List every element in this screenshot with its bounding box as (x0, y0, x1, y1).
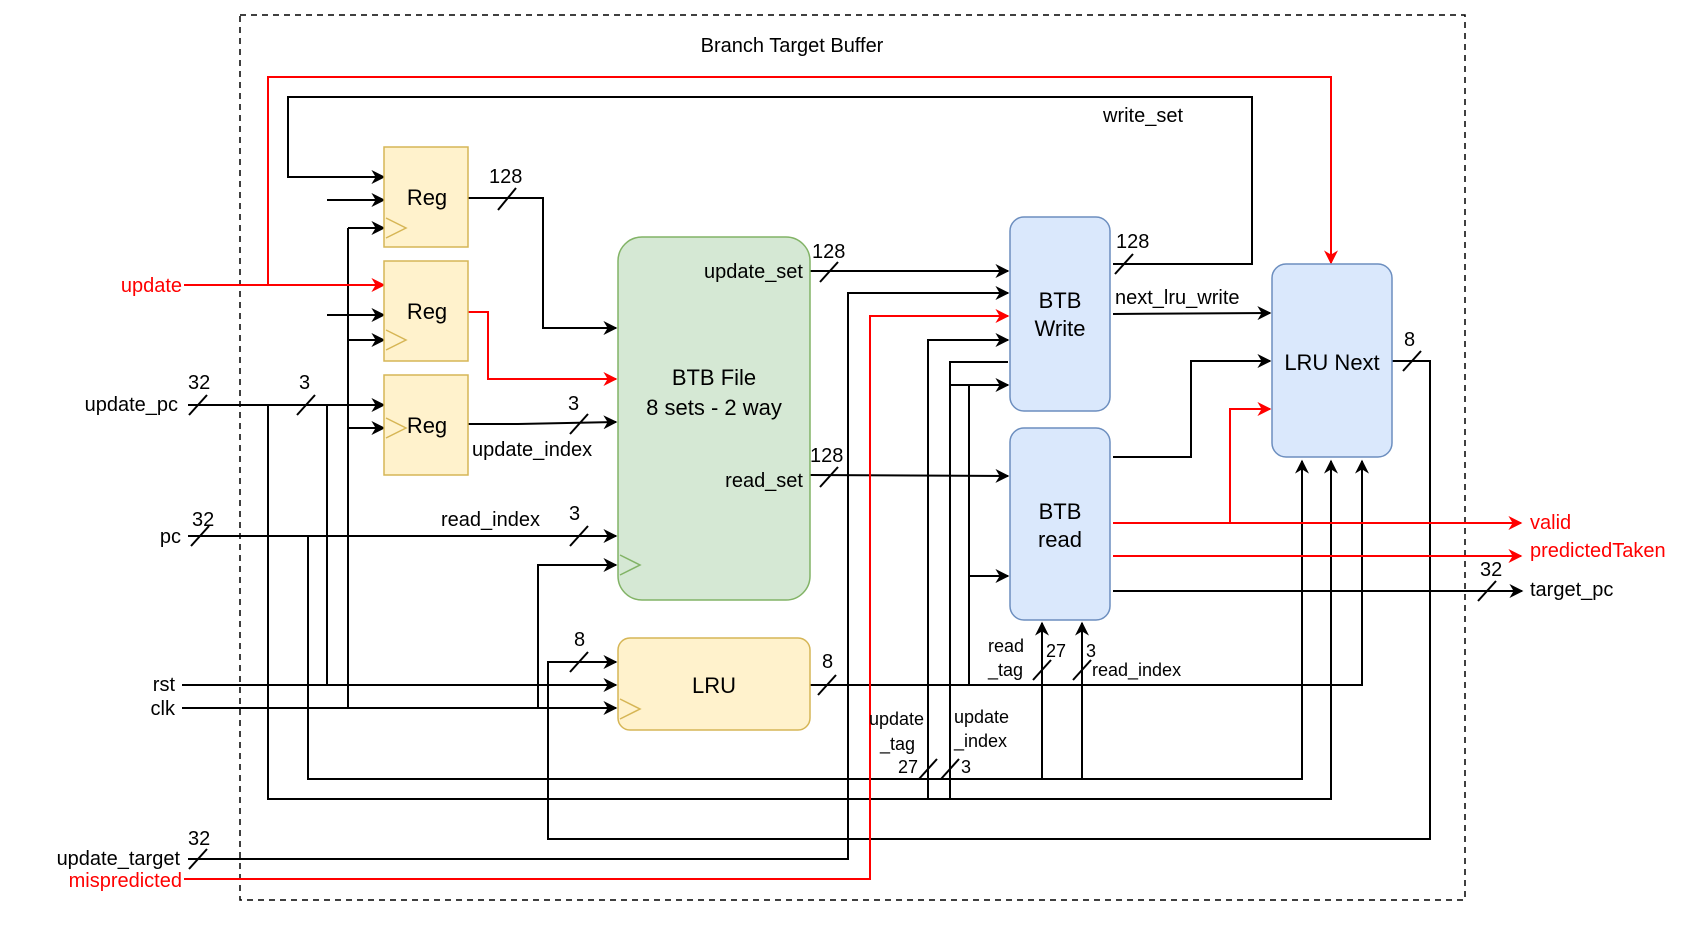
lru-next-label: LRU Next (1284, 350, 1379, 375)
width-update-pc: 32 (188, 372, 210, 394)
signal-read-tag-2: _tag (987, 660, 1023, 681)
signal-write-set: write_set (1102, 105, 1183, 127)
signal-update-tag-2: _tag (879, 734, 915, 755)
black-wires (182, 96, 1524, 860)
signal-read-set: read_set (725, 470, 803, 492)
input-rst: rst (153, 674, 176, 696)
width-read-tag: 27 (1046, 641, 1066, 661)
width-reg3-out: 3 (568, 393, 579, 415)
input-update-target: update_target (57, 848, 181, 870)
btb-boundary (239, 14, 1466, 901)
btb-write-label-1: BTB (1039, 288, 1082, 313)
width-target-pc: 32 (1480, 559, 1502, 581)
diagram-title: Branch Target Buffer (701, 35, 884, 57)
bus-width-ticks (188, 187, 1497, 870)
signal-update-index-2: _index (953, 731, 1007, 752)
width-pc: 32 (192, 509, 214, 531)
reg-2-label: Reg (407, 299, 447, 324)
reg-block-1: Reg (383, 146, 469, 248)
signal-next-lru-write: next_lru_write (1115, 287, 1240, 309)
width-update-index-b: 3 (961, 757, 971, 777)
signal-update-set: update_set (704, 261, 803, 283)
signal-read-index-b: read_index (1092, 660, 1181, 681)
btb-file-label-2: 8 sets - 2 way (646, 395, 782, 420)
btb-read-label-1: BTB (1039, 499, 1082, 524)
width-update-target: 32 (188, 828, 210, 850)
signal-read-tag-1: read (988, 636, 1024, 656)
btb-write-block: BTB Write (1009, 216, 1111, 412)
reg-3-label: Reg (407, 413, 447, 438)
btb-file-label-1: BTB File (672, 365, 756, 390)
signal-update-tag-1: update (869, 709, 924, 729)
input-pc: pc (160, 526, 181, 548)
lru-next-block: LRU Next (1271, 263, 1393, 458)
red-wires (184, 76, 1523, 880)
width-reg1-out: 128 (489, 166, 522, 188)
input-clk: clk (151, 698, 176, 720)
reg-1-label: Reg (407, 185, 447, 210)
width-update-set: 128 (812, 241, 845, 263)
btb-write-label-2: Write (1035, 316, 1086, 341)
btb-file-block: BTB File 8 sets - 2 way (617, 236, 811, 601)
btb-read-block: BTB read (1009, 427, 1111, 621)
width-lru-next-out: 8 (1404, 329, 1415, 351)
output-target-pc: target_pc (1530, 579, 1613, 601)
width-update-tag: 27 (898, 757, 918, 777)
btb-read-label-2: read (1038, 527, 1082, 552)
signal-update-index: update_index (472, 439, 592, 461)
output-predicted-taken: predictedTaken (1530, 540, 1666, 562)
lru-label: LRU (692, 673, 736, 698)
signal-update-index-1: update (954, 707, 1009, 727)
input-update: update (121, 275, 182, 297)
width-write-out: 128 (1116, 231, 1149, 253)
output-valid: valid (1530, 512, 1571, 534)
width-read-index-b: 3 (1086, 641, 1096, 661)
input-mispredicted: mispredicted (69, 870, 182, 892)
input-update-pc: update_pc (85, 394, 178, 416)
width-read-set: 128 (810, 445, 843, 467)
width-lru-out: 8 (822, 651, 833, 673)
lru-block: LRU (617, 637, 811, 731)
width-update-pc-index: 3 (299, 372, 310, 394)
signal-read-index: read_index (441, 509, 540, 531)
reg-block-2: Reg (383, 260, 469, 362)
width-lru-in: 8 (574, 629, 585, 651)
reg-block-3: Reg (383, 374, 469, 476)
width-read-index: 3 (569, 503, 580, 525)
